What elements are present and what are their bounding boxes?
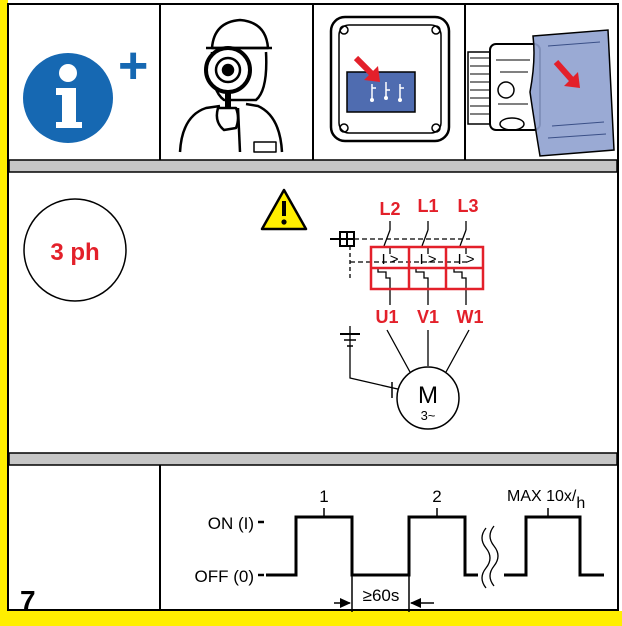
output-u1-label: U1 xyxy=(375,307,398,327)
motor-cover-icon xyxy=(467,29,615,157)
phase-label: 3 ph xyxy=(50,239,99,266)
delay-label: ≥60s xyxy=(363,586,400,605)
warning-icon xyxy=(260,188,308,231)
time-break-icon xyxy=(481,525,499,589)
breaker-trip-label: I > xyxy=(419,251,436,268)
motor-phase-label: 3~ xyxy=(421,408,436,423)
pulse-ticks xyxy=(323,508,549,517)
circuit-wires xyxy=(330,221,470,398)
pulse-1-label: 1 xyxy=(319,487,328,506)
timing-waveform xyxy=(266,515,604,577)
line-l2-label: L2 xyxy=(379,199,400,219)
section-separator-1 xyxy=(8,159,618,173)
motor-symbol xyxy=(396,366,460,430)
delay-arrow-left xyxy=(340,598,351,608)
breaker-trip-label: I > xyxy=(381,251,398,268)
line-l3-label: L3 xyxy=(457,196,478,216)
motor-letter: M xyxy=(418,382,438,409)
left-yellow-border xyxy=(0,0,8,626)
info-plus-sign: + xyxy=(118,37,148,95)
bottom-yellow-border xyxy=(0,611,622,626)
off-label: OFF (0) xyxy=(195,567,255,586)
on-label: ON (I) xyxy=(208,514,254,533)
step-number: 7 xyxy=(20,585,36,616)
breaker-block xyxy=(369,245,485,291)
max-frequency-label: MAX 10x/h xyxy=(507,488,585,512)
info-icon xyxy=(23,53,113,143)
breaker-trip-label: I > xyxy=(457,251,474,268)
terminal-box-icon xyxy=(329,15,451,143)
phase-circle xyxy=(23,198,127,302)
inspector-icon xyxy=(178,18,284,153)
pulse-2-label: 2 xyxy=(432,487,441,506)
output-w1-label: W1 xyxy=(457,307,484,327)
delay-arrow-right xyxy=(410,598,421,608)
output-v1-label: V1 xyxy=(417,307,439,327)
line-l1-label: L1 xyxy=(417,196,438,216)
section-separator-2 xyxy=(8,452,618,466)
